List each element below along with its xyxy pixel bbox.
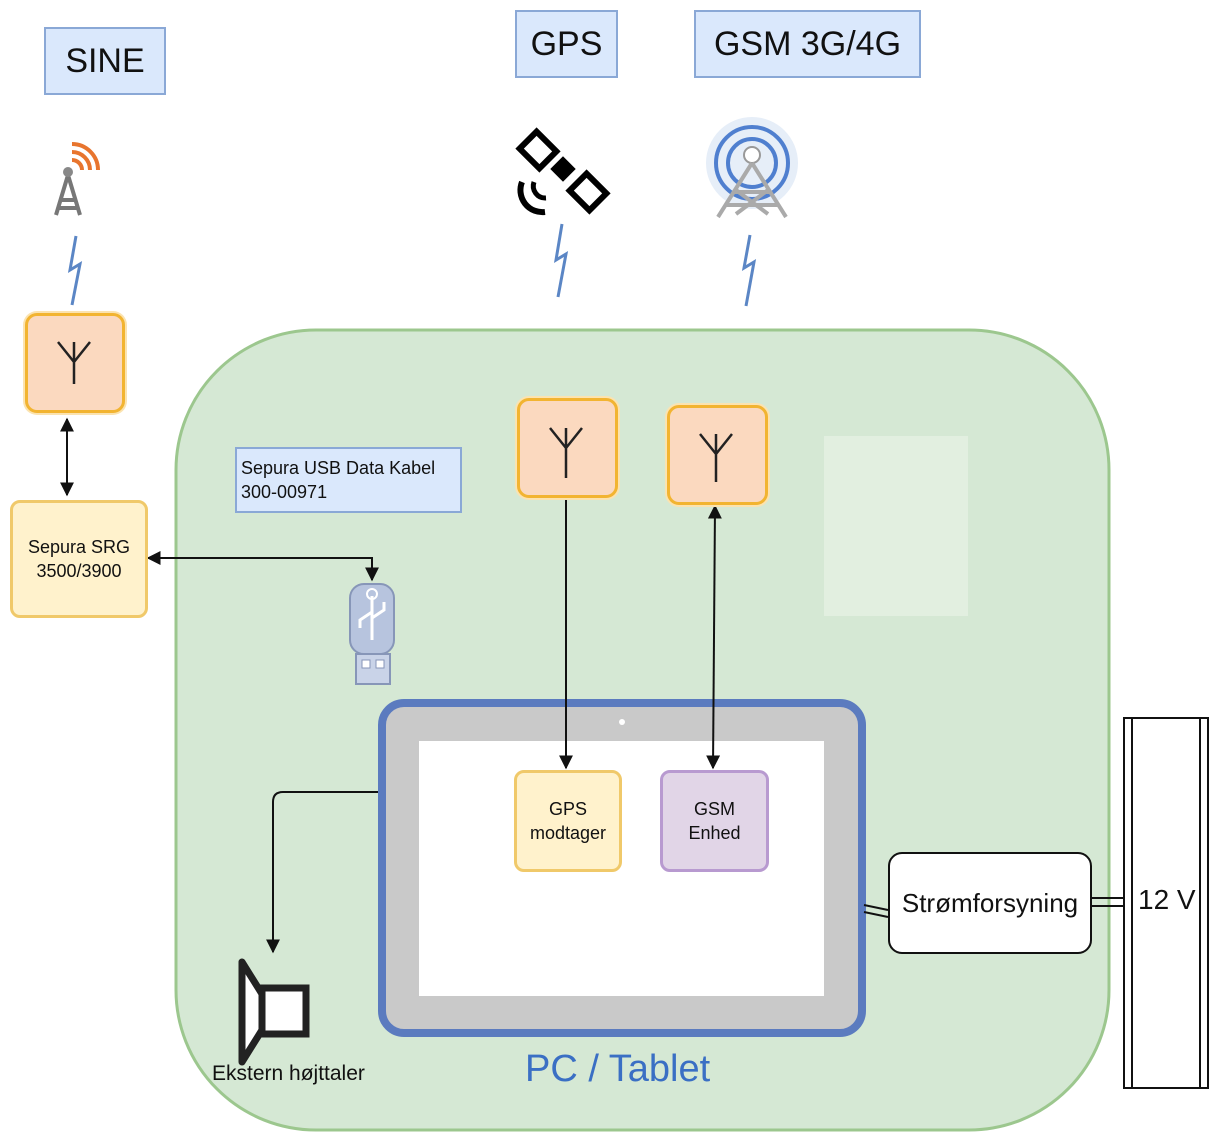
connector-srg-usb [146, 551, 379, 582]
gps-receiver-box: GPS modtager [514, 770, 622, 872]
connector-tablet-power [863, 904, 889, 918]
voltage-label: 12 V [1138, 884, 1196, 915]
sepura-srg-line2: 3500/3900 [36, 561, 122, 581]
signal-gps-icon [553, 223, 569, 298]
gsm-unit-line1: GSM [693, 799, 735, 819]
usb-cable-label: Sepura USB Data Kabel 300-00971 [235, 447, 462, 513]
gps-label: GPS [515, 10, 618, 78]
connector-gsm-antenna-unit [706, 504, 722, 770]
gps-receiver-line2: modtager [529, 823, 607, 843]
gps-antenna-box [517, 398, 618, 498]
usb-cable-label-line2: 300-00971 [241, 482, 328, 502]
signal-sine-icon [67, 235, 83, 306]
usb-cable-label-line1: Sepura USB Data Kabel [241, 458, 436, 478]
speaker-icon [238, 958, 310, 1066]
sine-label: SINE [44, 27, 166, 95]
power-supply-box: Strømforsyning [888, 852, 1092, 954]
battery-block [1123, 717, 1209, 1089]
faint-panel [824, 436, 968, 616]
gsm-antenna-box [667, 405, 768, 505]
sepura-srg-box: Sepura SRG 3500/3900 [10, 500, 148, 618]
sine-antenna-box [25, 313, 125, 413]
sepura-srg-line1: Sepura SRG [27, 537, 131, 557]
cell-tower-icon [706, 117, 798, 219]
satellite-icon [515, 127, 611, 216]
device-label: PC / Tablet [525, 1048, 711, 1090]
usb-stick-icon [349, 583, 395, 685]
speaker-label: Ekstern højttaler [212, 1062, 365, 1085]
connector-power-battery [1092, 897, 1124, 907]
tablet-camera [619, 719, 625, 725]
gsm-unit-line2: Enhed [688, 823, 741, 843]
signal-gsm-icon [741, 234, 757, 307]
gps-receiver-line1: GPS [548, 799, 587, 819]
connector-tablet-speaker [266, 791, 378, 954]
gsm-label: GSM 3G/4G [694, 10, 921, 78]
radio-tower-icon [54, 142, 100, 216]
gsm-unit-box: GSM Enhed [660, 770, 769, 872]
